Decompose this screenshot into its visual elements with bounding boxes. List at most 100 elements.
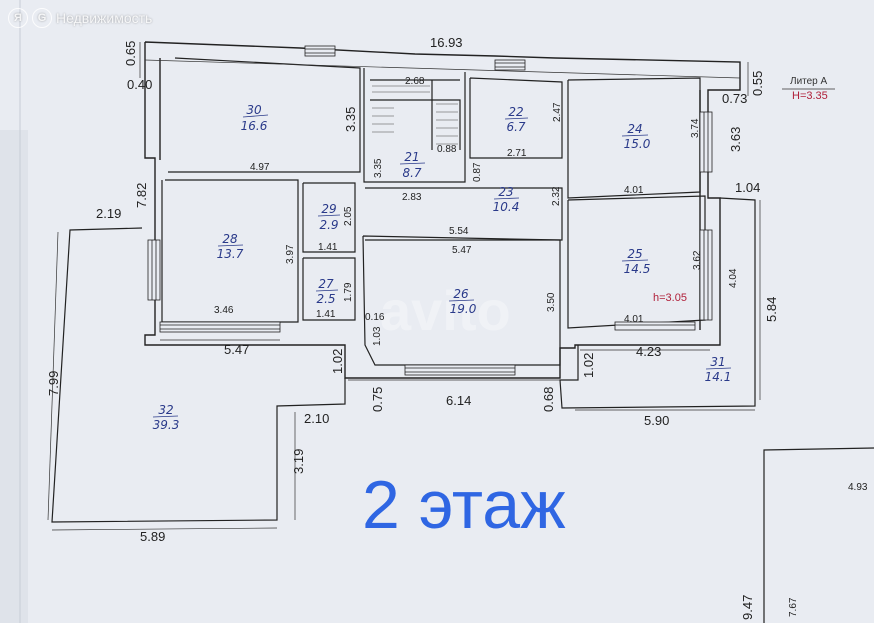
dim-label: 4.01 (624, 185, 644, 196)
room-labels: 30 16.6 21 8.7 22 6.7 24 15.0 29 2.9 28 … (153, 103, 732, 432)
dim-label: 4.04 (728, 268, 739, 288)
dim-label: 0.87 (472, 162, 483, 182)
dim-label: 0.40 (127, 77, 152, 92)
dim-label: 2.19 (96, 206, 121, 221)
dim-label: 0.88 (437, 144, 457, 155)
dim-label: 4.23 (636, 344, 661, 359)
dim-label: 0.75 (370, 387, 385, 412)
dim-label: 5.47 (452, 245, 472, 256)
room-area: 19.0 (450, 302, 477, 316)
dim-label: 5.90 (644, 413, 669, 428)
dim-label: 3.63 (728, 127, 743, 152)
dim-label: 3.97 (285, 244, 296, 264)
dim-label: 2.83 (402, 192, 422, 203)
room-area: 16.6 (241, 119, 268, 133)
dim-label: 3.50 (546, 292, 557, 312)
room-29: 29 2.9 (317, 202, 341, 232)
room-21: 21 8.7 (399, 150, 426, 180)
dimension-labels: 16.93 0.65 0.40 2.68 3.35 4.97 3.35 0.88… (46, 35, 868, 620)
dim-label: 2.32 (551, 186, 562, 206)
room-area: 2.5 (316, 292, 335, 306)
realty-logo-icon: G (32, 8, 52, 28)
dim-label: 3.74 (690, 118, 701, 138)
watermark-logo: Я G Недвижимость (8, 8, 152, 28)
room-number: 21 (404, 150, 419, 164)
dim-label: 4.01 (624, 314, 644, 325)
dim-label: 0.16 (365, 312, 385, 323)
dim-label: 4.97 (250, 162, 270, 173)
room-area: 14.1 (705, 370, 732, 384)
room-fraction-line (705, 367, 732, 370)
dim-label: 2.05 (343, 206, 354, 226)
dim-label: 0.55 (750, 71, 765, 96)
room-area: 8.7 (402, 166, 421, 180)
room-31: 31 14.1 (705, 355, 732, 384)
dim-label: 2.10 (304, 411, 329, 426)
room-25: 25 14.5 (621, 247, 651, 276)
floor-label: 2 этаж (362, 467, 566, 543)
dim-label: 0.73 (722, 91, 747, 106)
dim-label: 5.89 (140, 529, 165, 544)
room-number: 28 (222, 232, 238, 246)
dim-label: 2.71 (507, 148, 527, 159)
room-23: 23 10.4 (493, 185, 520, 214)
room-fraction-line (217, 244, 244, 247)
room-number: 31 (710, 355, 725, 369)
room-area: 10.4 (493, 200, 520, 214)
room-30: 30 16.6 (241, 103, 269, 133)
dim-label: 7.67 (788, 597, 799, 617)
room-fraction-line (621, 134, 649, 137)
dim-label: 7.99 (46, 371, 61, 396)
room-area: 13.7 (217, 247, 244, 261)
dim-label: 2.47 (552, 102, 563, 122)
room-26: 26 19.0 (448, 287, 477, 316)
room-number: 26 (453, 287, 469, 301)
room-fraction-line (621, 259, 649, 262)
room-22: 22 6.7 (504, 105, 529, 134)
windows (147, 45, 713, 376)
dim-label: 1.02 (581, 353, 596, 378)
room-fraction-line (493, 197, 520, 200)
room-fraction-line (242, 114, 269, 118)
dim-label: 3.46 (214, 305, 234, 316)
room-number: 25 (627, 247, 642, 261)
room-number: 23 (498, 185, 513, 199)
room-32: 32 39.3 (153, 403, 180, 432)
dim-label: 5.54 (449, 226, 469, 237)
room-area: 15.0 (624, 137, 651, 151)
dim-label: 6.14 (446, 393, 471, 408)
room-fraction-line (399, 162, 426, 165)
dim-label: 9.47 (740, 595, 755, 620)
terraces (51, 197, 874, 623)
dim-label: 4.93 (848, 482, 868, 493)
dim-label: 2.68 (405, 76, 425, 87)
room-number: 22 (508, 105, 523, 119)
dim-label: 7.82 (134, 183, 149, 208)
yandex-logo-icon: Я (8, 8, 28, 28)
room-area: 6.7 (506, 120, 525, 134)
dim-label: 1.41 (318, 242, 338, 253)
room-number: 30 (246, 103, 262, 117)
room-fraction-line (152, 415, 179, 418)
room-area: 39.3 (153, 418, 180, 432)
room-area: 14.5 (624, 262, 651, 276)
dim-label: 1.02 (330, 349, 345, 374)
dim-label: 1.03 (372, 326, 383, 346)
dim-label: 3.35 (343, 107, 358, 132)
litera-height: Н=3.35 (792, 90, 828, 102)
room-24: 24 15.0 (621, 122, 651, 151)
watermark-text: avito (380, 279, 511, 342)
dim-label: 1.41 (316, 309, 336, 320)
room-fraction-line (448, 299, 475, 302)
room-number: 29 (321, 202, 336, 216)
dim-label: 0.68 (541, 387, 556, 412)
room-fraction-line (317, 214, 341, 217)
dim-label: 3.62 (692, 250, 703, 270)
dim-label: 3.35 (373, 158, 384, 178)
room-area: 2.9 (319, 218, 338, 232)
room-fraction-line (504, 117, 529, 120)
room-27: 27 2.5 (315, 277, 339, 306)
room-height-note: h=3.05 (653, 292, 687, 304)
watermark-brand: Недвижимость (56, 10, 153, 26)
